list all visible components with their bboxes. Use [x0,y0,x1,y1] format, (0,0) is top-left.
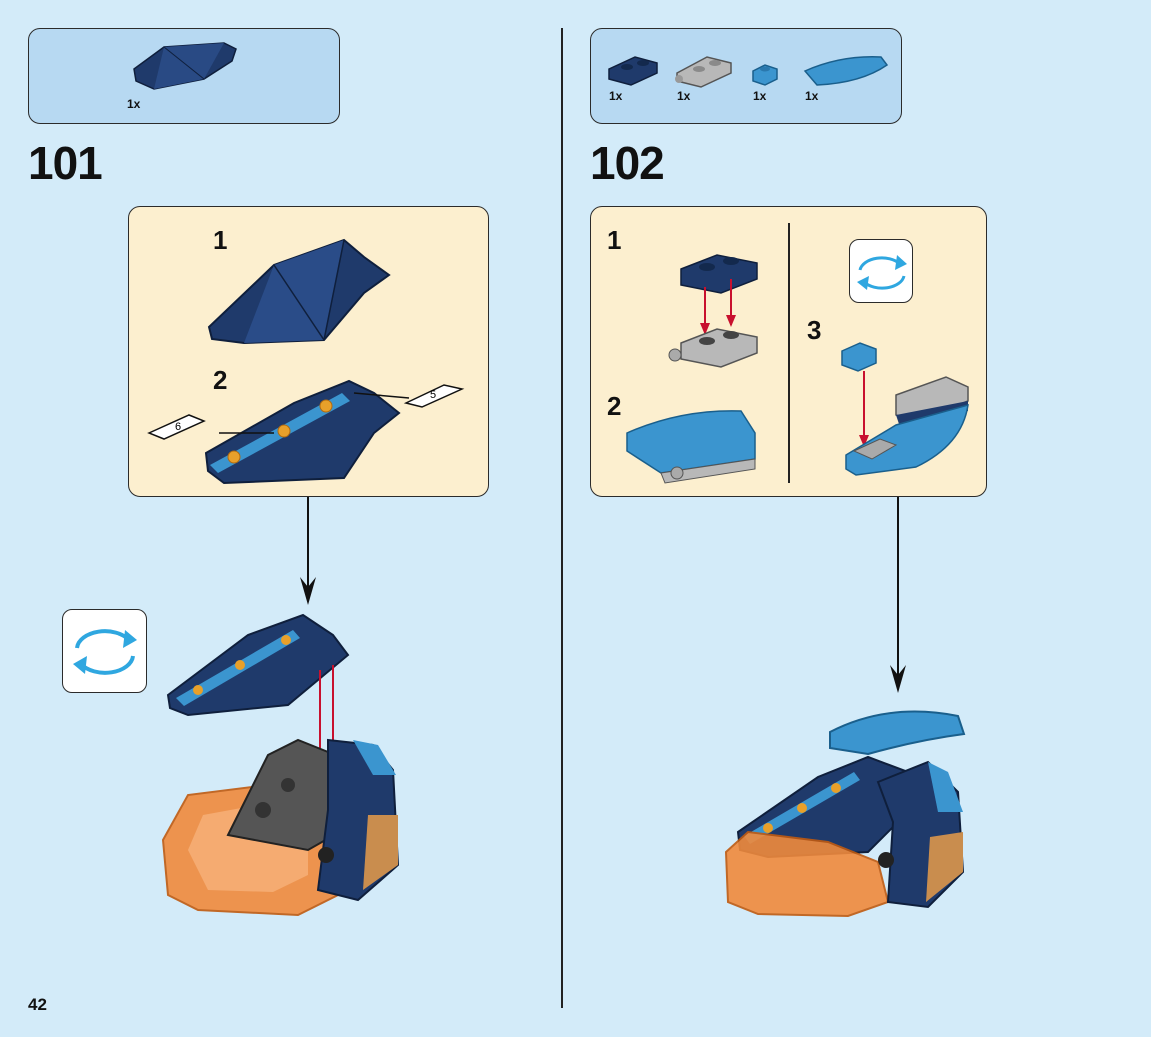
substep-divider [788,223,790,483]
substep-box-102: 1 2 3 [590,206,987,497]
page-number: 42 [28,995,47,1015]
arrow-down-102 [888,497,908,702]
substep-label-1: 1 [607,225,621,256]
parts-list-102: 1x 1x 1x 1x [590,28,902,124]
stickered-wedge-icon [144,373,474,493]
assembly-model-101 [158,610,418,930]
part-qty: 1x [609,89,622,103]
dark-blue-plate-1x2-icon [605,51,665,91]
arrow-down-101 [298,497,318,617]
curved-slope-on-clip-icon [621,403,771,493]
parts-list-101: 1x [28,28,340,124]
assembly-model-102 [718,702,978,922]
step-number-101: 101 [28,136,102,190]
tile-on-assembly-icon [836,335,986,485]
substep-label-3: 3 [807,315,821,346]
gray-plate-clip-icon [671,49,741,89]
part-qty: 1x [677,89,690,103]
column-divider [561,28,563,1008]
substep-box-101: 1 2 5 6 [128,206,489,497]
rotate-model-icon [62,609,147,693]
plate-on-clip-icon [661,247,771,377]
part-qty: 1x [127,97,140,111]
step-number-102: 102 [590,136,664,190]
azure-curved-slope-icon [801,49,891,89]
dark-blue-wedge-icon [124,39,254,99]
sticker-label-5: 5 [430,389,436,401]
rotate-arrows-icon [850,240,914,304]
part-qty: 1x [753,89,766,103]
part-qty: 1x [805,89,818,103]
substep-label-2: 2 [607,391,621,422]
dark-blue-wedge-icon [204,235,404,345]
rotate-arrows-icon [63,610,148,694]
rotate-model-icon [849,239,913,303]
sticker-label-6: 6 [175,421,181,433]
